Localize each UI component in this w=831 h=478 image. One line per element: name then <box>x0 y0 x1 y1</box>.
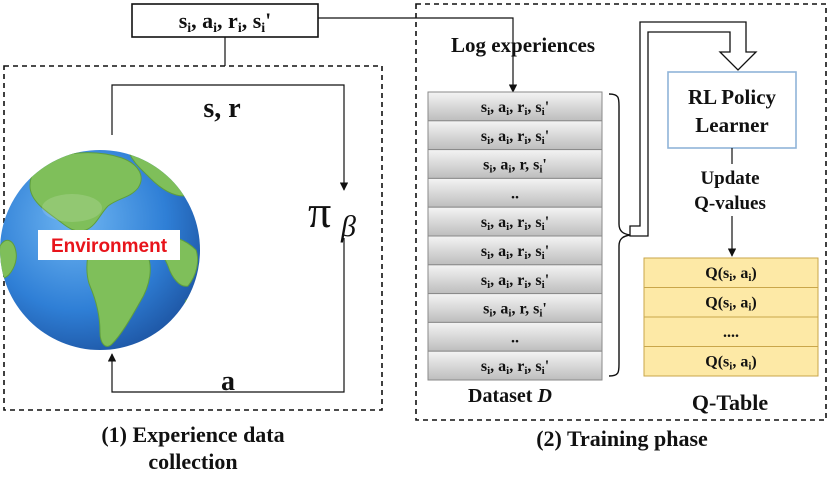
update-label-line2: Q-values <box>694 193 766 214</box>
q-table-row: Q(si, ai) <box>643 346 819 377</box>
dataset-row: si, ai, ri, si' <box>427 350 603 381</box>
policy-symbol: π β <box>308 186 356 243</box>
dataset-row-text: si, ai, ri, si' <box>481 243 549 262</box>
action-arrow <box>107 238 345 393</box>
dataset-row: si, ai, ri, si' <box>427 235 603 266</box>
svg-text:β: β <box>340 210 356 243</box>
collection-caption-line1: (1) Experience data <box>101 422 284 447</box>
dataset-row: si, ai, ri, si' <box>427 91 603 122</box>
q-table-row-text: Q(si, ai) <box>705 354 756 373</box>
experience-tuple-text: si, ai, ri, si' <box>179 8 272 36</box>
training-flow-arrow <box>629 21 758 237</box>
dataset-row: si, ai, ri, si' <box>427 120 603 151</box>
q-table-row: .... <box>643 316 819 347</box>
action-label: a <box>221 366 235 397</box>
q-table: Q(si, ai) Q(si, ai).... Q(si, ai) <box>643 257 819 377</box>
q-table-row-text: Q(si, ai) <box>705 295 756 314</box>
dataset-row-text: si, ai, ri, si' <box>481 214 549 233</box>
rl-policy-learner-line2: Learner <box>695 113 768 137</box>
environment-label-bg <box>38 230 180 260</box>
dataset-row-text: si, ai, r, si' <box>483 157 547 176</box>
dataset-label: Dataset D <box>468 385 552 407</box>
environment-label: Environment <box>51 236 168 257</box>
svg-text:π: π <box>308 186 331 237</box>
training-panel-border <box>415 3 827 421</box>
training-caption: (2) Training phase <box>536 426 708 451</box>
dataset-row: .. <box>427 177 603 208</box>
rl-policy-learner-box <box>667 71 797 149</box>
dataset-row-text: si, ai, ri, si' <box>481 99 549 118</box>
dataset-row-text: .. <box>511 185 519 202</box>
dataset-row-text: .. <box>511 329 519 346</box>
dataset-row-text: si, ai, ri, si' <box>481 272 549 291</box>
collection-caption-line2: collection <box>148 449 237 474</box>
update-label-line1: Update <box>700 168 759 189</box>
experience-tuple-box: si, ai, ri, si' <box>131 3 319 38</box>
dataset-row: si, ai, ri, si' <box>427 206 603 237</box>
dataset-row-text: si, ai, ri, si' <box>481 358 549 377</box>
log-experiences-label: Log experiences <box>451 33 595 57</box>
dataset-row: si, ai, r, si' <box>427 293 603 323</box>
log-experiences-arrow <box>318 17 518 93</box>
dataset-table: si, ai, ri, si' si, ai, ri, si' si, ai, r,… <box>427 91 603 381</box>
rl-policy-learner-line1: RL Policy <box>688 85 777 109</box>
dataset-row: si, ai, r, si' <box>427 149 603 179</box>
dataset-row: .. <box>427 321 603 352</box>
state-reward-label: s, r <box>203 93 240 124</box>
dataset-row-text: si, ai, r, si' <box>483 301 547 320</box>
state-reward-arrow <box>111 84 349 191</box>
q-table-label: Q-Table <box>692 390 768 415</box>
dataset-row: si, ai, ri, si' <box>427 264 603 295</box>
dataset-row-text: si, ai, ri, si' <box>481 128 549 147</box>
q-table-row-text: .... <box>723 324 739 341</box>
q-table-row: Q(si, ai) <box>643 287 819 318</box>
q-table-row-text: Q(si, ai) <box>705 265 756 284</box>
dataset-brace <box>608 93 631 377</box>
q-table-row: Q(si, ai) <box>643 257 819 288</box>
